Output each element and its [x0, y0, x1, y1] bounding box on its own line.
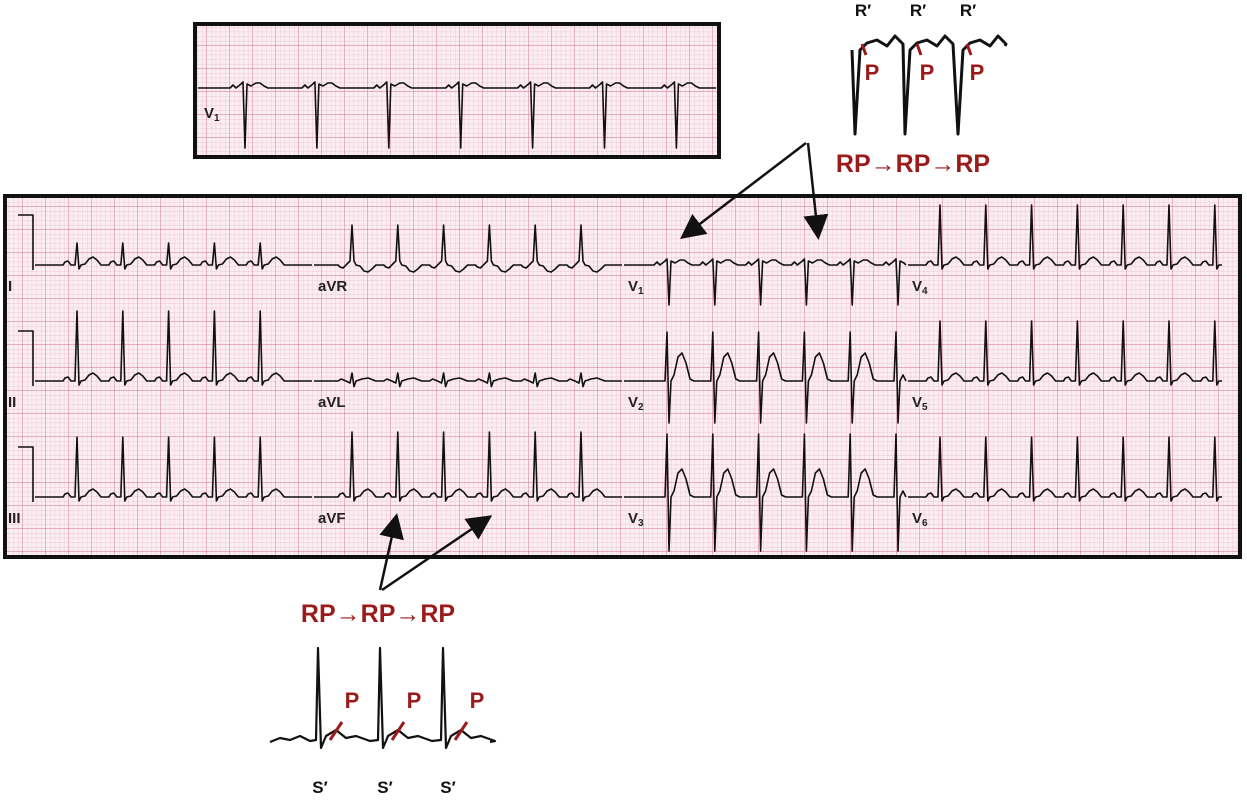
- lead-label: III: [8, 510, 21, 527]
- lead-v2-trace: [624, 331, 907, 424]
- lead-label: aVR: [318, 278, 347, 295]
- lead-v5-trace: [908, 320, 1222, 386]
- p-wave-label: P: [407, 688, 422, 713]
- p-wave-marker: [390, 721, 406, 741]
- s-prime-label: S′: [312, 778, 327, 797]
- inset-v1-strip: V1: [193, 22, 721, 159]
- p-wave-label: P: [345, 688, 360, 713]
- lead-ii-trace: [35, 310, 312, 386]
- calibration-pulse: [18, 446, 34, 502]
- lead-label: aVF: [318, 510, 346, 527]
- p-wave-label: P: [970, 60, 985, 85]
- p-wave-label: P: [920, 60, 935, 85]
- lead-label: V5: [912, 394, 928, 413]
- inset-v1-trace: [198, 81, 716, 149]
- lead-avr-trace: [314, 224, 622, 273]
- lead-label: V2: [628, 394, 644, 413]
- lead-i-trace: [35, 242, 312, 270]
- lead-label: V6: [912, 510, 928, 529]
- bottom-annotation: RP→RP→RP P S′ P S′ P S′: [269, 513, 497, 797]
- lead-label: V4: [912, 278, 928, 297]
- arrow-to-avf-beat: [378, 513, 404, 591]
- top-annotation: R′ P R′ P R′ P RP→RP→RP: [680, 1, 1008, 240]
- top-rp-sequence: RP→RP→RP: [836, 150, 990, 178]
- p-wave-marker: [328, 721, 344, 741]
- lead-label: aVL: [318, 394, 346, 411]
- lead-label: V1: [628, 278, 644, 297]
- lead-label: I: [8, 278, 12, 295]
- lead-v3-trace: [624, 433, 907, 552]
- arrow-to-v1-beat: [680, 142, 807, 240]
- lead-label: V3: [628, 510, 644, 529]
- lead-v4-trace: [908, 204, 1222, 270]
- p-wave-marker: [453, 721, 469, 741]
- r-prime-label: R′: [960, 1, 976, 20]
- p-wave-label: P: [470, 688, 485, 713]
- arrow-to-avf-beat: [381, 515, 493, 592]
- lead-label: II: [8, 394, 16, 411]
- v1-magnified-trace: [850, 34, 1008, 136]
- p-wave-marker: [860, 43, 868, 56]
- p-wave-marker: [965, 43, 973, 56]
- arrow-to-v1-beat: [803, 142, 829, 240]
- s-prime-label: S′: [377, 778, 392, 797]
- p-wave-label: P: [865, 60, 880, 85]
- lead-avl-trace: [314, 372, 622, 388]
- lead-v1-trace: [624, 258, 907, 306]
- lead-avf-trace: [314, 431, 622, 502]
- avf-magnified-trace: [269, 646, 497, 750]
- lead-v6-trace: [908, 436, 1222, 502]
- inset-lead-label: V1: [204, 105, 220, 124]
- bottom-rp-sequence: RP→RP→RP: [301, 600, 455, 628]
- r-prime-label: R′: [855, 1, 871, 20]
- lead-iii-trace: [35, 436, 312, 502]
- s-prime-label: S′: [440, 778, 455, 797]
- r-prime-label: R′: [910, 1, 926, 20]
- calibration-pulse: [18, 214, 34, 270]
- calibration-pulse: [18, 330, 34, 386]
- p-wave-marker: [915, 43, 923, 56]
